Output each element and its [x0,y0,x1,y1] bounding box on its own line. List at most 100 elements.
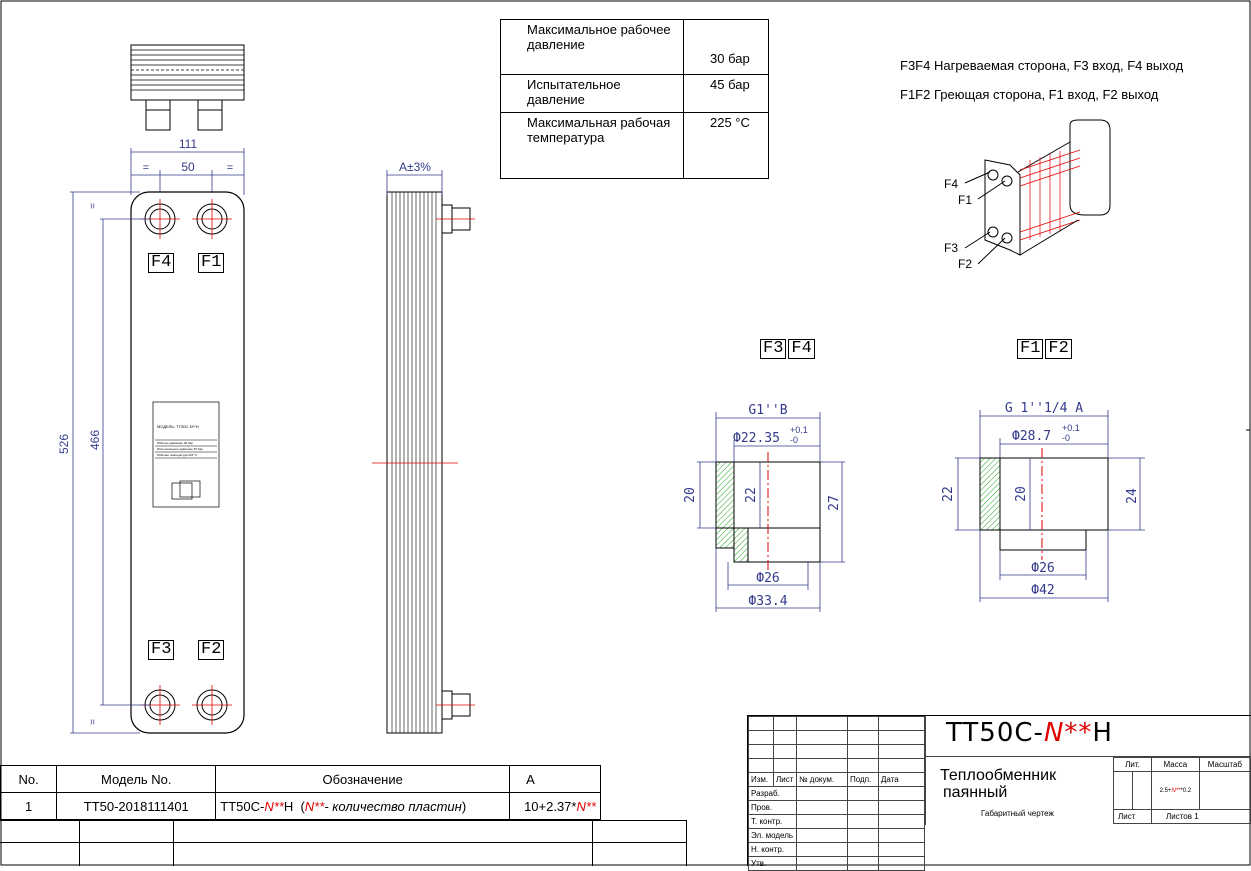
bom-row-designation: TT50C-N**H (N**- количество пластин) [215,792,511,820]
bom-a-prefix: 10+2.37* [524,798,577,814]
eq-left: = [143,162,149,174]
spec-param-0: Максимальное рабочее давление [500,19,684,75]
center-50-label: 50 [181,160,195,174]
spec-value-2: 225 °C [683,112,769,179]
note-heating-side: F1F2 Греющая сторона, F1 вход, F2 выход [900,87,1159,102]
f1f2-d42: Ф42 [1031,583,1054,598]
tb-row-razrab: Разраб. [748,786,797,801]
bom-extra-grid [0,820,687,866]
top-view [130,44,245,131]
height-526-label: 526 [57,434,71,454]
eq-top: = [88,203,99,209]
nameplate-line2: Испытательное давление 45 бар [157,447,203,451]
tb-name-cell: Теплообменник паянный Габаритный чертеж [925,757,1114,825]
bom-header-no: No. [0,765,58,793]
width-111-label: 111 [179,137,198,151]
tb-sheet: Лист [1113,809,1152,824]
iso-label-f1: F1 [958,193,972,207]
tb-product-name: Теплообменник паянный [940,767,1056,801]
f3f4-bore-label: Ф22.35 [733,431,780,446]
bom-designation-n: N** [264,798,284,814]
note-heated-side: F3F4 Нагреваемая сторона, F3 вход, F4 вы… [900,58,1184,73]
side-view [372,191,475,734]
bom-header-model: Модель No. [56,765,217,793]
tb-mass: Масса [1151,757,1200,772]
bom-designation-note: - количество пластин [324,798,462,814]
f3f4-d26: Ф26 [756,571,779,586]
spec-value-1: 45 бар [683,74,769,113]
bom-row-model: TT50-2018111401 [56,792,217,820]
section-f1-label: F1 [1017,339,1044,359]
side-width-dimension [386,170,443,195]
port-label-f3: F3 [148,640,175,660]
f1f2-tol-zero: -0 [1062,433,1070,443]
tb-mass-n: N** [1171,787,1181,794]
tb-sheets: Листов 1 [1151,809,1251,824]
f1f2-bore-label: Ф28.7 [1012,429,1051,444]
iso-label-f2: F2 [958,257,972,271]
tb-name-line2: паянный [943,784,1008,801]
f3f4-thread-label: G1''B [748,403,787,418]
tb-code-prefix: TT50C- [946,718,1044,748]
spec-value-0: 30 бар [683,19,769,75]
title-block: Изм. Лист № докум. Подп. Дата Разраб. Пр… [747,715,1251,871]
bom-header-designation: Обозначение [215,765,511,793]
isometric-schematic [964,119,1111,265]
f3f4-h22: 22 [744,487,759,503]
nameplate-model: МОДЕЛЬ: TT50C-N**H [157,424,199,429]
f3f4-h27: 27 [827,495,842,511]
tb-mass-b: *0.2 [1180,787,1192,794]
fitting-section-f3f4 [697,412,845,612]
a-dimension-label: A±3% [399,160,431,174]
port-label-f2: F2 [198,640,225,660]
tb-lit: Лит. [1113,757,1152,772]
tb-mass-value: 2.5+N***0.2 [1151,771,1200,810]
f3f4-tol-plus: +0.1 [790,425,808,435]
front-view-plate [130,191,245,734]
f1f2-h22: 22 [941,486,956,502]
f1f2-thread-label: G 1''1/4 A [1005,401,1083,416]
bom-header-a: A [509,765,601,793]
bom-row-no: 1 [0,792,58,820]
tb-col-date: Дата [878,772,925,787]
spec-param-1: Испытательное давление [500,74,684,113]
section-f4-label: F4 [788,339,815,359]
bom-designation-suffix: H [283,798,294,814]
f1f2-tol-plus: +0.1 [1062,423,1080,433]
tb-code-suffix: H [1092,718,1113,748]
tb-doc-type: Габаритный чертеж [981,809,1054,818]
bom-designation-note-n: N** [304,798,325,814]
eq-bottom: = [88,719,99,725]
tb-row-utv: Утв. [748,856,797,871]
tb-product-code: TT50C-N**H [946,718,1113,748]
f1f2-h20: 20 [1014,486,1029,502]
f3f4-d334: Ф33.4 [748,594,787,609]
tb-mass-a: 2.5+ [1159,787,1172,794]
tb-code-cell: TT50C-N**H [925,716,1251,757]
f3f4-tol-zero: -0 [790,435,798,445]
section-header-f3f4: F3 F4 [760,339,815,359]
spec-table: Максимальное рабочее давление 30 бар Исп… [500,19,769,179]
tb-mass-table: Лит. Масса Масштаб 2.5+N***0.2 Лист Лист… [1113,757,1251,824]
bom-row-a: 10+2.37*N** [509,792,601,820]
eq-right: = [227,162,233,174]
tb-col-izm: Изм. [748,772,774,787]
tb-row-prov: Пров. [748,800,797,815]
title-block-revisions: Изм. Лист № докум. Подп. Дата Разраб. Пр… [748,716,925,871]
tb-row-nkontr: Н. контр. [748,842,797,857]
iso-label-f4: F4 [944,177,958,191]
port-label-f1: F1 [198,253,225,273]
tb-col-doc: № докум. [796,772,848,787]
bom-designation-prefix: TT50C- [220,798,265,814]
bom-table: No. Модель No. Обозначение A 1 TT50-2018… [0,765,601,820]
section-f3-label: F3 [760,339,787,359]
tb-code-n: N** [1043,718,1093,748]
f1f2-d26: Ф26 [1031,561,1054,576]
tb-name-line1: Теплообменник [940,767,1057,784]
front-height-dimensions [70,191,150,734]
iso-label-f3: F3 [944,241,958,255]
tb-row-tkontr: Т. контр. [748,814,797,829]
tb-row-elmodel: Эл. модель [748,828,797,843]
